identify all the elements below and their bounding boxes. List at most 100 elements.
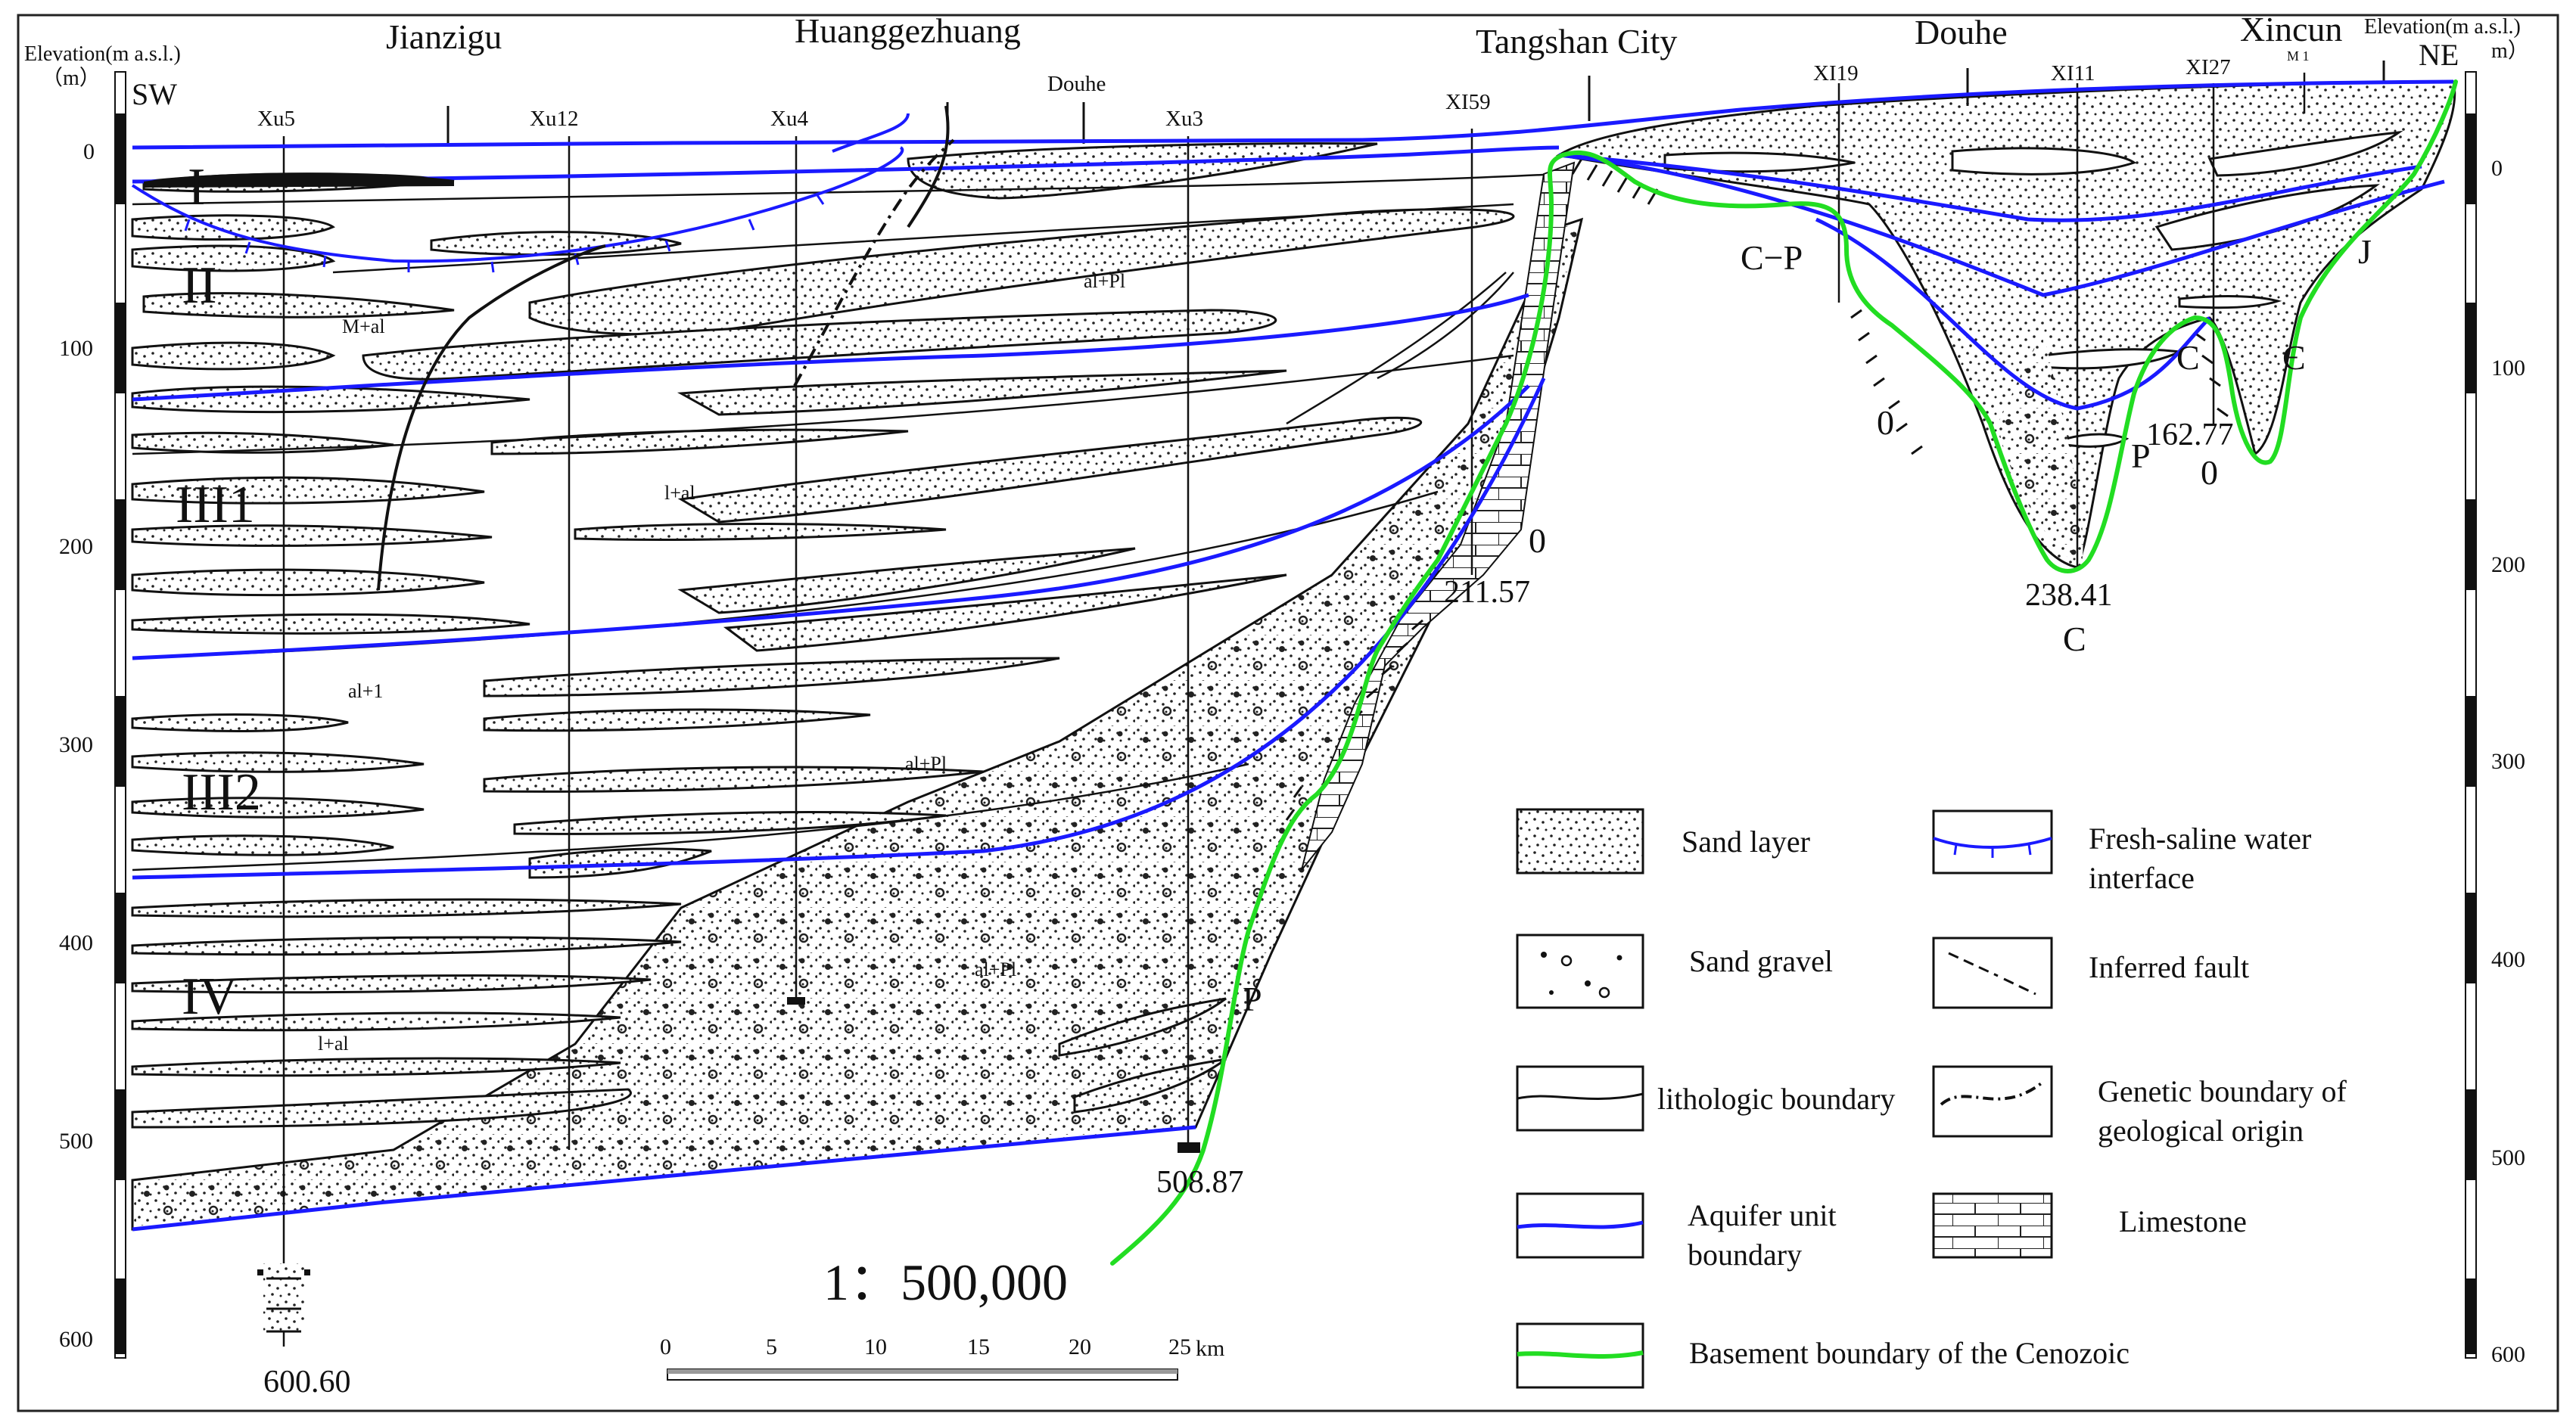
- genetic-al-l: al+1: [348, 680, 383, 702]
- genetic-al-pl-3: al+Pl: [975, 958, 1016, 980]
- genetic-al-pl-2: al+Pl: [905, 753, 947, 775]
- figure-border: [17, 14, 2559, 1412]
- right-tick-300: 300: [2491, 749, 2525, 774]
- left-axis-unit: （m）: [42, 66, 101, 90]
- strata-p-1: P: [2131, 436, 2151, 475]
- legend-label-genetic-2: geological origin: [2098, 1114, 2304, 1148]
- legend-label-inferred-fault: Inferred fault: [2089, 950, 2249, 984]
- legend-gravel-dots: [1541, 952, 1622, 999]
- depth-162-77: 162.77: [2146, 418, 2234, 452]
- left-tick-0: 0: [83, 139, 95, 164]
- strata-o-3: 0: [2201, 453, 2218, 492]
- strata-j: J: [2358, 232, 2372, 271]
- borehole-lines: [282, 73, 2306, 1347]
- left-tick-400: 400: [59, 930, 93, 955]
- legend-label-lithologic: lithologic boundary: [1657, 1082, 1895, 1116]
- blue-branch: [832, 113, 910, 153]
- scale-unit: km: [1196, 1336, 1224, 1361]
- strata-c-p: C−P: [1741, 238, 1803, 277]
- right-tick-500: 500: [2491, 1145, 2525, 1170]
- well-xu4-label: Xu4: [770, 107, 808, 131]
- left-tick-300: 300: [59, 732, 93, 757]
- left-tick-600: 600: [59, 1327, 93, 1352]
- aquifer-unit-iii1: III1: [176, 476, 255, 534]
- right-tick-400: 400: [2491, 947, 2525, 972]
- legend-label-sand-layer: Sand layer: [1682, 825, 1810, 859]
- strata-c-1: C: [2063, 620, 2086, 658]
- legend: [1516, 808, 2053, 1389]
- well-xi11-label: XI11: [2051, 61, 2095, 85]
- well-m1-label: M 1: [2287, 48, 2310, 64]
- left-tick-500: 500: [59, 1129, 93, 1154]
- genetic-l-al-2: l+al: [318, 1033, 349, 1055]
- limestone-rims: [1301, 161, 1576, 871]
- strata-cambrian: Є: [2282, 338, 2305, 377]
- legend-label-aquifer-2: boundary: [1688, 1238, 1802, 1272]
- aquifer-unit-iii2: III2: [182, 763, 261, 822]
- right-axis-unit: m）: [2491, 39, 2529, 63]
- genetic-al-pl-1: al+Pl: [1084, 270, 1125, 292]
- left-axis-title: Elevation(m a.s.l.): [24, 42, 181, 66]
- legend-label-genetic-1: Genetic boundary of: [2098, 1074, 2347, 1108]
- scale-tick-0: 0: [660, 1334, 671, 1359]
- left-elevation-axis: [114, 71, 126, 1359]
- scale-bar: [667, 1369, 1178, 1381]
- ne-label: NE: [2419, 38, 2459, 72]
- right-tick-100: 100: [2491, 356, 2525, 381]
- left-tick-100: 100: [59, 336, 93, 361]
- right-elevation-axis: [2465, 71, 2477, 1359]
- strata-o-1: 0: [1529, 521, 1546, 560]
- scale-tick-10: 10: [864, 1334, 887, 1359]
- well-xi19-label: XI19: [1813, 61, 1859, 85]
- scale-tick-20: 20: [1069, 1334, 1091, 1359]
- right-tick-600: 600: [2491, 1342, 2525, 1367]
- depth-238-41: 238.41: [2025, 578, 2113, 613]
- xu5-base-symbol: [263, 1263, 304, 1331]
- right-tick-200: 200: [2491, 552, 2525, 577]
- legend-swatch-genetic: [1932, 1065, 2053, 1138]
- genetic-boundary-dashdot: [793, 138, 955, 387]
- ne-gravel-patch: [1998, 333, 2083, 567]
- place-douhe-small: Douhe: [1047, 72, 1106, 96]
- strata-c-2: C: [2176, 338, 2200, 377]
- left-tick-200: 200: [59, 534, 93, 559]
- place-huanggezhuang: Huanggezhuang: [795, 11, 1021, 50]
- legend-swatch-sand-layer: [1516, 808, 1644, 875]
- legend-label-fresh-saline-1: Fresh-saline water: [2089, 822, 2311, 856]
- fresh-saline-interface: [131, 146, 904, 263]
- scale-ratio: 1：500,000: [823, 1254, 1068, 1311]
- sw-label: SW: [132, 77, 177, 111]
- depth-600-60: 600.60: [263, 1365, 351, 1400]
- place-douhe: Douhe: [1915, 13, 2008, 51]
- depth-211-57: 211.57: [1444, 575, 1530, 610]
- depth-508-87: 508.87: [1156, 1165, 1244, 1200]
- aquifer-unit-ii: II: [182, 256, 217, 315]
- legend-label-limestone: Limestone: [2119, 1204, 2247, 1238]
- genetic-l-al-1: l+al: [664, 482, 695, 504]
- xu5-base-ticks: [266, 1277, 301, 1333]
- ground-surface: [132, 79, 2454, 150]
- genetic-boundary-line: [377, 244, 606, 591]
- strata-p-2: P: [1243, 980, 1262, 1018]
- legend-label-basement: Basement boundary of the Cenozoic: [1689, 1336, 2130, 1370]
- legend-swatch-sand-gravel: [1516, 934, 1644, 1009]
- genetic-m-al: M+al: [342, 315, 385, 337]
- aquifer-unit-i: I: [188, 158, 205, 216]
- fresh-saline-ticks: [184, 194, 825, 273]
- legend-label-fresh-saline-2: interface: [2089, 861, 2195, 895]
- aquifer-unit-iv: IV: [182, 968, 238, 1026]
- legend-swatch-limestone: [1932, 1192, 2053, 1259]
- place-jianzigu: Jianzigu: [386, 17, 502, 56]
- aquifer-unit-boundaries: [132, 79, 2454, 1232]
- scale-tick-15: 15: [967, 1334, 990, 1359]
- well-xi27-label: XI27: [2186, 55, 2231, 79]
- legend-label-sand-gravel: Sand gravel: [1689, 944, 1833, 978]
- scale-tick-5: 5: [766, 1334, 777, 1359]
- well-xu3-label: Xu3: [1165, 107, 1203, 131]
- strata-o-2: 0: [1877, 403, 1894, 442]
- legend-label-aquifer-1: Aquifer unit: [1688, 1198, 1837, 1232]
- basement-boundary: [1110, 79, 2458, 1266]
- well-xu12-label: Xu12: [530, 107, 578, 131]
